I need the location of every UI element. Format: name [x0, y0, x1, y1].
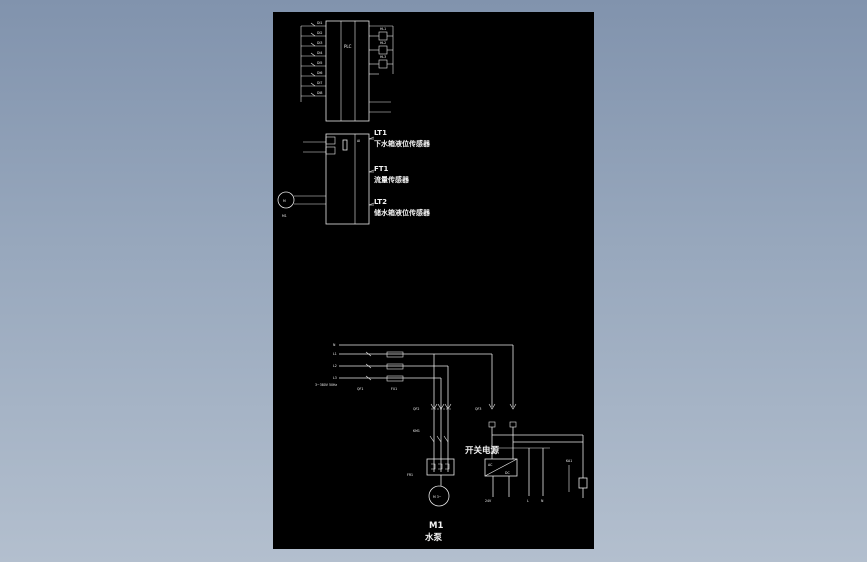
lt1-tag: LT1: [374, 129, 387, 137]
terminal-n: N: [541, 499, 544, 503]
phase-l3: L3: [333, 376, 337, 380]
di-5: DI5: [317, 61, 322, 65]
drawing-sheet: PLC DI1 DI2 DI3 DI4 DI5 DI6 DI7 DI8 H: [273, 12, 594, 549]
psu-block: [484, 458, 518, 477]
di-4: DI4: [317, 51, 322, 55]
plc-block: [325, 20, 370, 122]
psu-title: 开关电源: [465, 445, 500, 456]
motor-small-symbol: [277, 191, 295, 209]
ka1-coil: [578, 477, 588, 489]
pump-motor-symbol: [428, 485, 450, 507]
circuit-diagram: PLC DI1 DI2 DI3 DI4 DI5 DI6 DI7 DI8 H: [277, 20, 588, 543]
di-8: DI8: [317, 91, 322, 95]
thermal-relay: [426, 458, 455, 476]
di-3: DI3: [317, 41, 322, 45]
terminal-l: L: [527, 499, 529, 503]
mains-lines: N L1 L2 L3 3~380V 50Hz QF1 FU1: [315, 343, 513, 391]
fuse-1: [386, 351, 404, 358]
psu-output: 24V: [485, 499, 492, 503]
psu-out: DC: [505, 471, 510, 475]
phase-l1: L1: [333, 352, 337, 356]
fr1-label: FR1: [407, 473, 413, 477]
motor-small-label: M1: [282, 214, 287, 218]
qf3-label: QF3: [475, 407, 481, 411]
di-inputs: DI1 DI2 DI3 DI4 DI5 DI6 DI7 DI8: [300, 21, 326, 102]
km1-label: KM1: [413, 429, 420, 433]
plc-label: PLC: [344, 44, 352, 49]
do-outputs: HL1 HL2 HL3: [369, 25, 394, 113]
di-1: DI1: [317, 21, 322, 25]
lt2-name: 储水箱液位传感器: [373, 208, 431, 217]
phase-l2: L2: [333, 364, 337, 368]
ft1-tag: FT1: [374, 165, 389, 173]
breaker-qf1: QF1: [357, 387, 363, 391]
motor-tag: M1: [429, 521, 443, 531]
ka1-label: KA1: [566, 459, 572, 463]
ai-label: AI: [357, 139, 360, 143]
supply-label: 3~380V 50Hz: [315, 383, 337, 387]
psu-branch: QF3 开关电源 AC DC 24V L N KA1: [465, 345, 588, 503]
phase-n: N: [333, 343, 336, 347]
fuse-label: FU1: [391, 387, 397, 391]
do-2: HL2: [380, 41, 386, 45]
fuse-3: [386, 375, 404, 382]
ai-block: [325, 133, 370, 225]
motor-symbol-label: M 3~: [433, 495, 442, 499]
di-7: DI7: [317, 81, 322, 85]
lt1-name: 下水箱液位传感器: [374, 139, 431, 148]
do-3: HL3: [380, 55, 386, 59]
motor-feed: QF2 KM1 FR1 M 3~ M1 水泵: [407, 354, 455, 543]
motor-name: 水泵: [424, 532, 443, 543]
do-1: HL1: [380, 27, 386, 31]
di-2: DI2: [317, 31, 322, 35]
psu-in: AC: [488, 463, 493, 467]
di-6: DI6: [317, 71, 322, 75]
fuse-2: [386, 363, 404, 370]
qf2-label: QF2: [413, 407, 419, 411]
ft1-name: 流量传感器: [374, 175, 410, 184]
motor-small-tag: M: [283, 199, 286, 203]
lt2-tag: LT2: [374, 198, 387, 206]
